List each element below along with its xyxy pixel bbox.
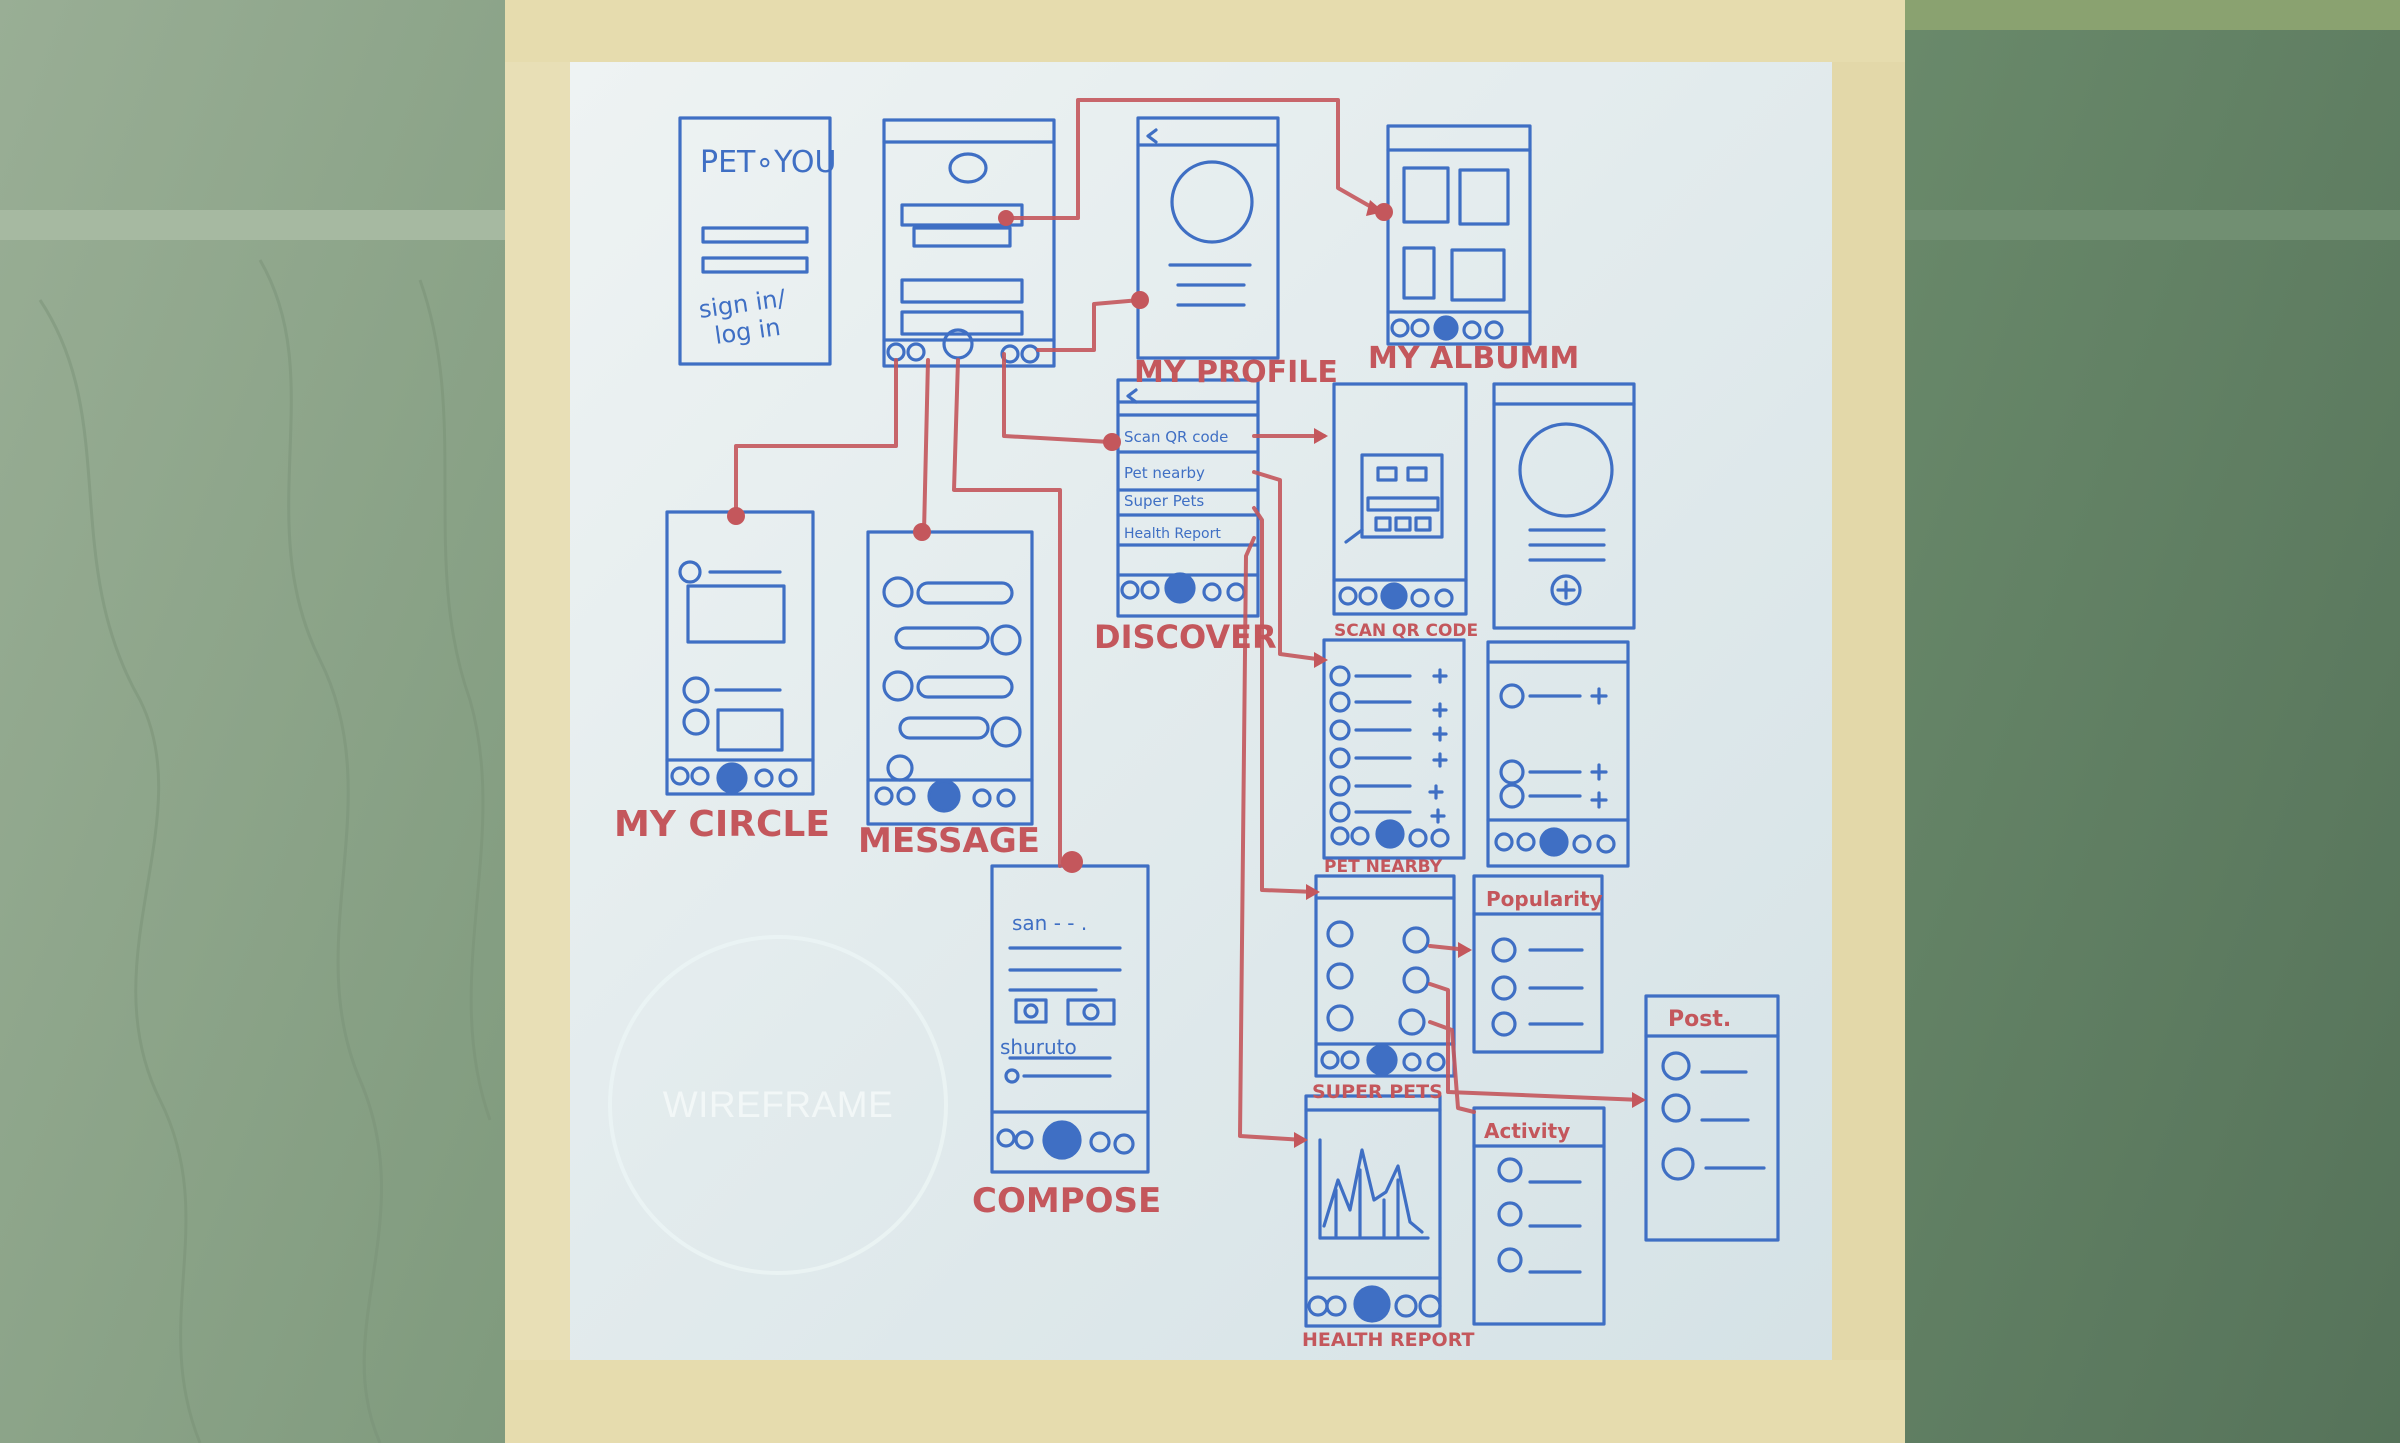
label-discover: DISCOVER <box>1094 618 1277 656</box>
wireframe-badge-text: WIREFRAME <box>662 1084 894 1125</box>
connector-arrowheads <box>727 200 1646 1148</box>
label-post: Post. <box>1668 1007 1731 1032</box>
discover-pet-text: Pet nearby <box>1124 464 1205 482</box>
wall-trim-left <box>0 210 520 240</box>
sketch-home-screen <box>882 118 1056 368</box>
label-my-album: MY ALBUMM <box>1368 341 1579 376</box>
discover-super-text: Super Pets <box>1124 492 1204 510</box>
label-health-report: HEALTH REPORT <box>1302 1329 1474 1351</box>
label-my-circle: MY CIRCLE <box>614 804 830 845</box>
sketch-health-report <box>1304 1094 1442 1328</box>
label-my-profile: MY PROFILE <box>1134 355 1338 390</box>
frame-top-rail <box>505 0 1905 62</box>
sketch-super-pets <box>1314 874 1456 1078</box>
label-pet-nearby: PET NEARBY <box>1324 857 1443 877</box>
wireframe-badge: WIREFRAME <box>608 935 948 1275</box>
compose-line2-text: shuruto <box>1000 1035 1077 1059</box>
wall-trim-right <box>1880 210 2400 240</box>
flow-connectors <box>734 98 1644 1142</box>
wall-left <box>0 0 520 1443</box>
sketch-pet-detail <box>1492 382 1636 630</box>
wood-grain <box>38 259 492 1443</box>
discover-scan-text: Scan QR code <box>1124 428 1228 446</box>
sketch-discover <box>1116 378 1260 618</box>
sketch-my-album <box>1386 124 1532 346</box>
label-message: MESSAGE <box>858 821 1040 861</box>
label-scan-qr: SCAN QR CODE <box>1334 621 1478 641</box>
sketch-splash-screen <box>678 116 832 366</box>
sketch-activity <box>1472 1106 1606 1326</box>
pet-nearby-rows <box>1329 665 1448 824</box>
sketch-following-list <box>1486 640 1630 868</box>
compose-line1-text: san - - . <box>1012 911 1087 935</box>
sketch-pet-nearby <box>1322 638 1466 860</box>
label-compose: COMPOSE <box>972 1181 1161 1221</box>
frame-bottom-rail <box>505 1360 1905 1443</box>
label-super-pets: SUPER PETS <box>1312 1081 1443 1103</box>
sketch-popularity <box>1472 874 1604 1054</box>
sketch-scan-qr-code <box>1332 382 1468 616</box>
sketch-message <box>866 530 1034 826</box>
label-popularity: Popularity <box>1486 887 1603 911</box>
discover-health-text: Health Report <box>1124 526 1221 542</box>
sketch-my-profile <box>1136 116 1280 360</box>
splash-title-text: PET∘YOU <box>700 145 836 180</box>
sketch-post <box>1644 994 1780 1242</box>
sketch-my-circle <box>665 510 815 796</box>
label-activity: Activity <box>1484 1119 1570 1143</box>
wall-right <box>1880 0 2400 1443</box>
wall-top-right <box>1880 0 2400 30</box>
